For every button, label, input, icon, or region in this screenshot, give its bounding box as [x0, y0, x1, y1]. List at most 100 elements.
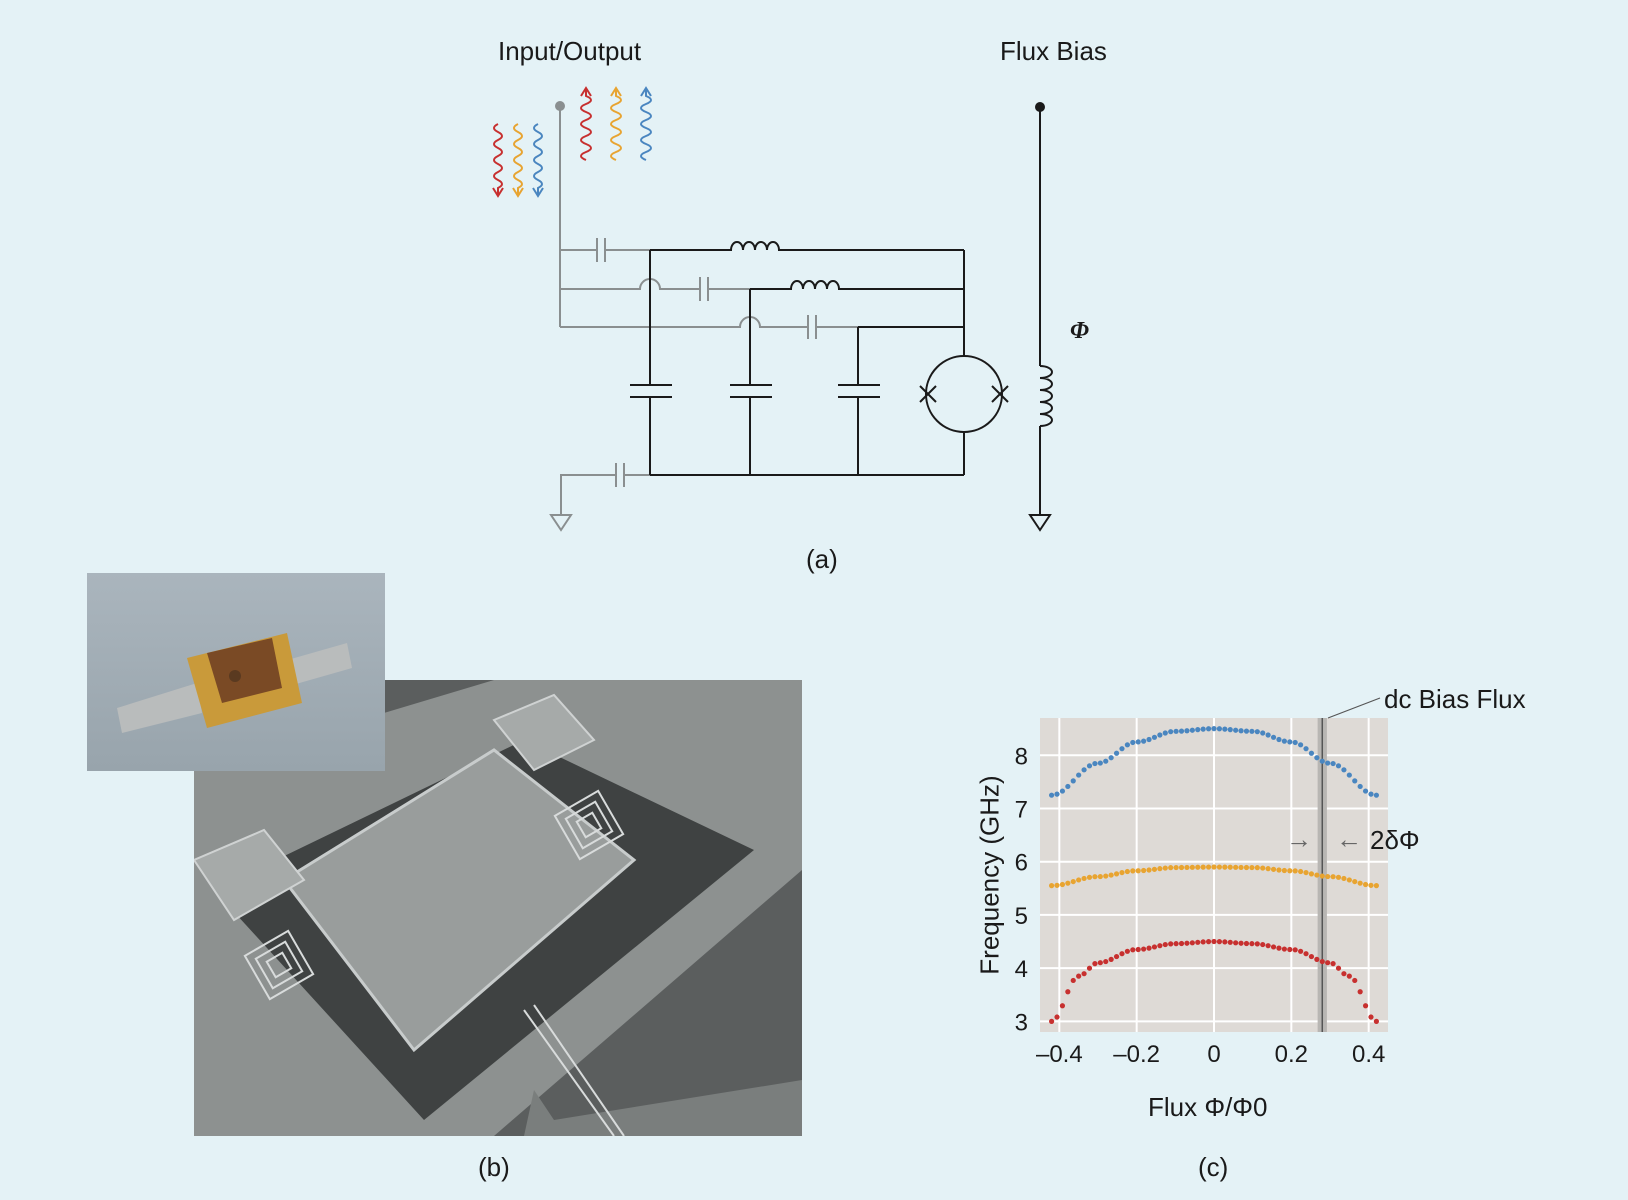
series-0-point	[1113, 750, 1120, 756]
series-2-point	[1330, 961, 1336, 967]
series-1-point	[1368, 882, 1374, 888]
wave-in-blue	[533, 123, 543, 194]
series-2-point	[1238, 940, 1244, 946]
series-0-point	[1097, 760, 1103, 766]
series-1-point	[1341, 875, 1347, 882]
series-1-point	[1141, 867, 1147, 874]
series-1-point	[1281, 867, 1287, 874]
series-0-point	[1292, 739, 1298, 746]
series-2-point	[1173, 941, 1179, 947]
series-0-point	[1346, 772, 1352, 778]
series-1-point	[1238, 864, 1244, 871]
caption-b: (b)	[478, 1152, 510, 1182]
series-1-point	[1233, 864, 1239, 870]
series-1-point	[1103, 873, 1109, 879]
series-0-point	[1119, 746, 1125, 752]
series-1-point	[1054, 882, 1060, 888]
series-0-point	[1059, 788, 1066, 794]
series-1-point	[1162, 865, 1168, 871]
series-2-point	[1352, 977, 1358, 984]
series-1-point	[1325, 873, 1331, 880]
series-1-point	[1346, 877, 1352, 883]
series-0-point	[1065, 783, 1071, 790]
series-2-point	[1222, 939, 1228, 945]
series-1-point	[1287, 868, 1293, 874]
series-0-point	[1227, 727, 1233, 733]
series-0-point	[1076, 772, 1082, 778]
series-0-point	[1325, 760, 1331, 766]
series-1-point	[1330, 874, 1336, 880]
series-1-point	[1270, 866, 1277, 872]
series-2-point	[1357, 989, 1363, 995]
y-axis-label: Frequency (GHz)	[974, 775, 1005, 975]
series-1-point	[1151, 866, 1158, 872]
series-2-point	[1303, 951, 1309, 957]
series-2-point	[1124, 948, 1130, 954]
series-2-point	[1254, 941, 1260, 947]
series-2-point	[1373, 1018, 1379, 1024]
series-1-point	[1049, 883, 1055, 889]
series-1-point	[1059, 881, 1066, 888]
io-label: Input/Output	[498, 36, 642, 66]
series-2-point	[1151, 944, 1158, 950]
series-2-point	[1265, 943, 1271, 949]
series-1-point	[1276, 867, 1282, 873]
y-tick-0: 3	[1015, 1009, 1028, 1036]
series-2-point	[1346, 973, 1352, 979]
series-0-point	[1276, 736, 1282, 743]
series-2-point	[1335, 965, 1342, 971]
series-2-point	[1308, 953, 1315, 960]
series-2-point	[1178, 940, 1185, 947]
series-2-point	[1130, 947, 1136, 953]
series-0-point	[1222, 726, 1228, 732]
series-1-point	[1076, 877, 1082, 883]
series-1-point	[1135, 868, 1141, 874]
series-1-point	[1119, 869, 1125, 876]
series-2-point	[1270, 944, 1277, 950]
series-2-point	[1319, 958, 1325, 965]
caption-a: (a)	[806, 544, 838, 574]
series-0-point	[1146, 736, 1152, 743]
series-1-point	[1146, 867, 1152, 873]
series-1-point	[1157, 866, 1163, 872]
series-1-point	[1357, 880, 1363, 886]
series-0-point	[1314, 755, 1320, 761]
x-tick-4: 0.4	[1352, 1041, 1385, 1068]
y-tick-3: 6	[1015, 850, 1028, 877]
series-2-point	[1341, 971, 1347, 977]
arrow-right: →	[1286, 824, 1312, 854]
x-tick-0: –0.4	[1036, 1041, 1083, 1068]
series-2-point	[1276, 945, 1282, 951]
wave-out-red	[580, 88, 592, 161]
wave-arrows-out	[580, 86, 652, 161]
series-0-point	[1341, 767, 1347, 773]
wave-out-orange	[610, 88, 622, 161]
series-1-point	[1254, 865, 1260, 871]
series-0-point	[1124, 742, 1130, 748]
x-tick-3: 0.2	[1275, 1041, 1308, 1068]
series-0-point	[1254, 729, 1260, 735]
series-2-point	[1054, 1014, 1060, 1020]
y-tick-2: 5	[1015, 903, 1028, 930]
series-0-point	[1108, 755, 1114, 761]
series-0-point	[1070, 778, 1076, 784]
series-1-point	[1189, 864, 1195, 870]
series-0-point	[1362, 788, 1369, 794]
series-0-point	[1265, 732, 1271, 738]
series-1-point	[1178, 864, 1185, 871]
series-0-point	[1319, 758, 1325, 764]
resonator-network	[630, 241, 1009, 476]
series-2-point	[1157, 943, 1163, 949]
series-1-point	[1292, 868, 1298, 874]
circuit-diagram	[492, 86, 1053, 532]
wave-in-red	[493, 123, 503, 194]
series-0-point	[1054, 791, 1060, 797]
feed-lines	[549, 101, 858, 532]
series-1-point	[1205, 864, 1212, 870]
series-0-point	[1270, 734, 1277, 740]
series-0-point	[1330, 760, 1336, 767]
series-0-point	[1141, 738, 1147, 744]
series-0-point	[1081, 767, 1087, 773]
series-2-point	[1184, 940, 1190, 946]
